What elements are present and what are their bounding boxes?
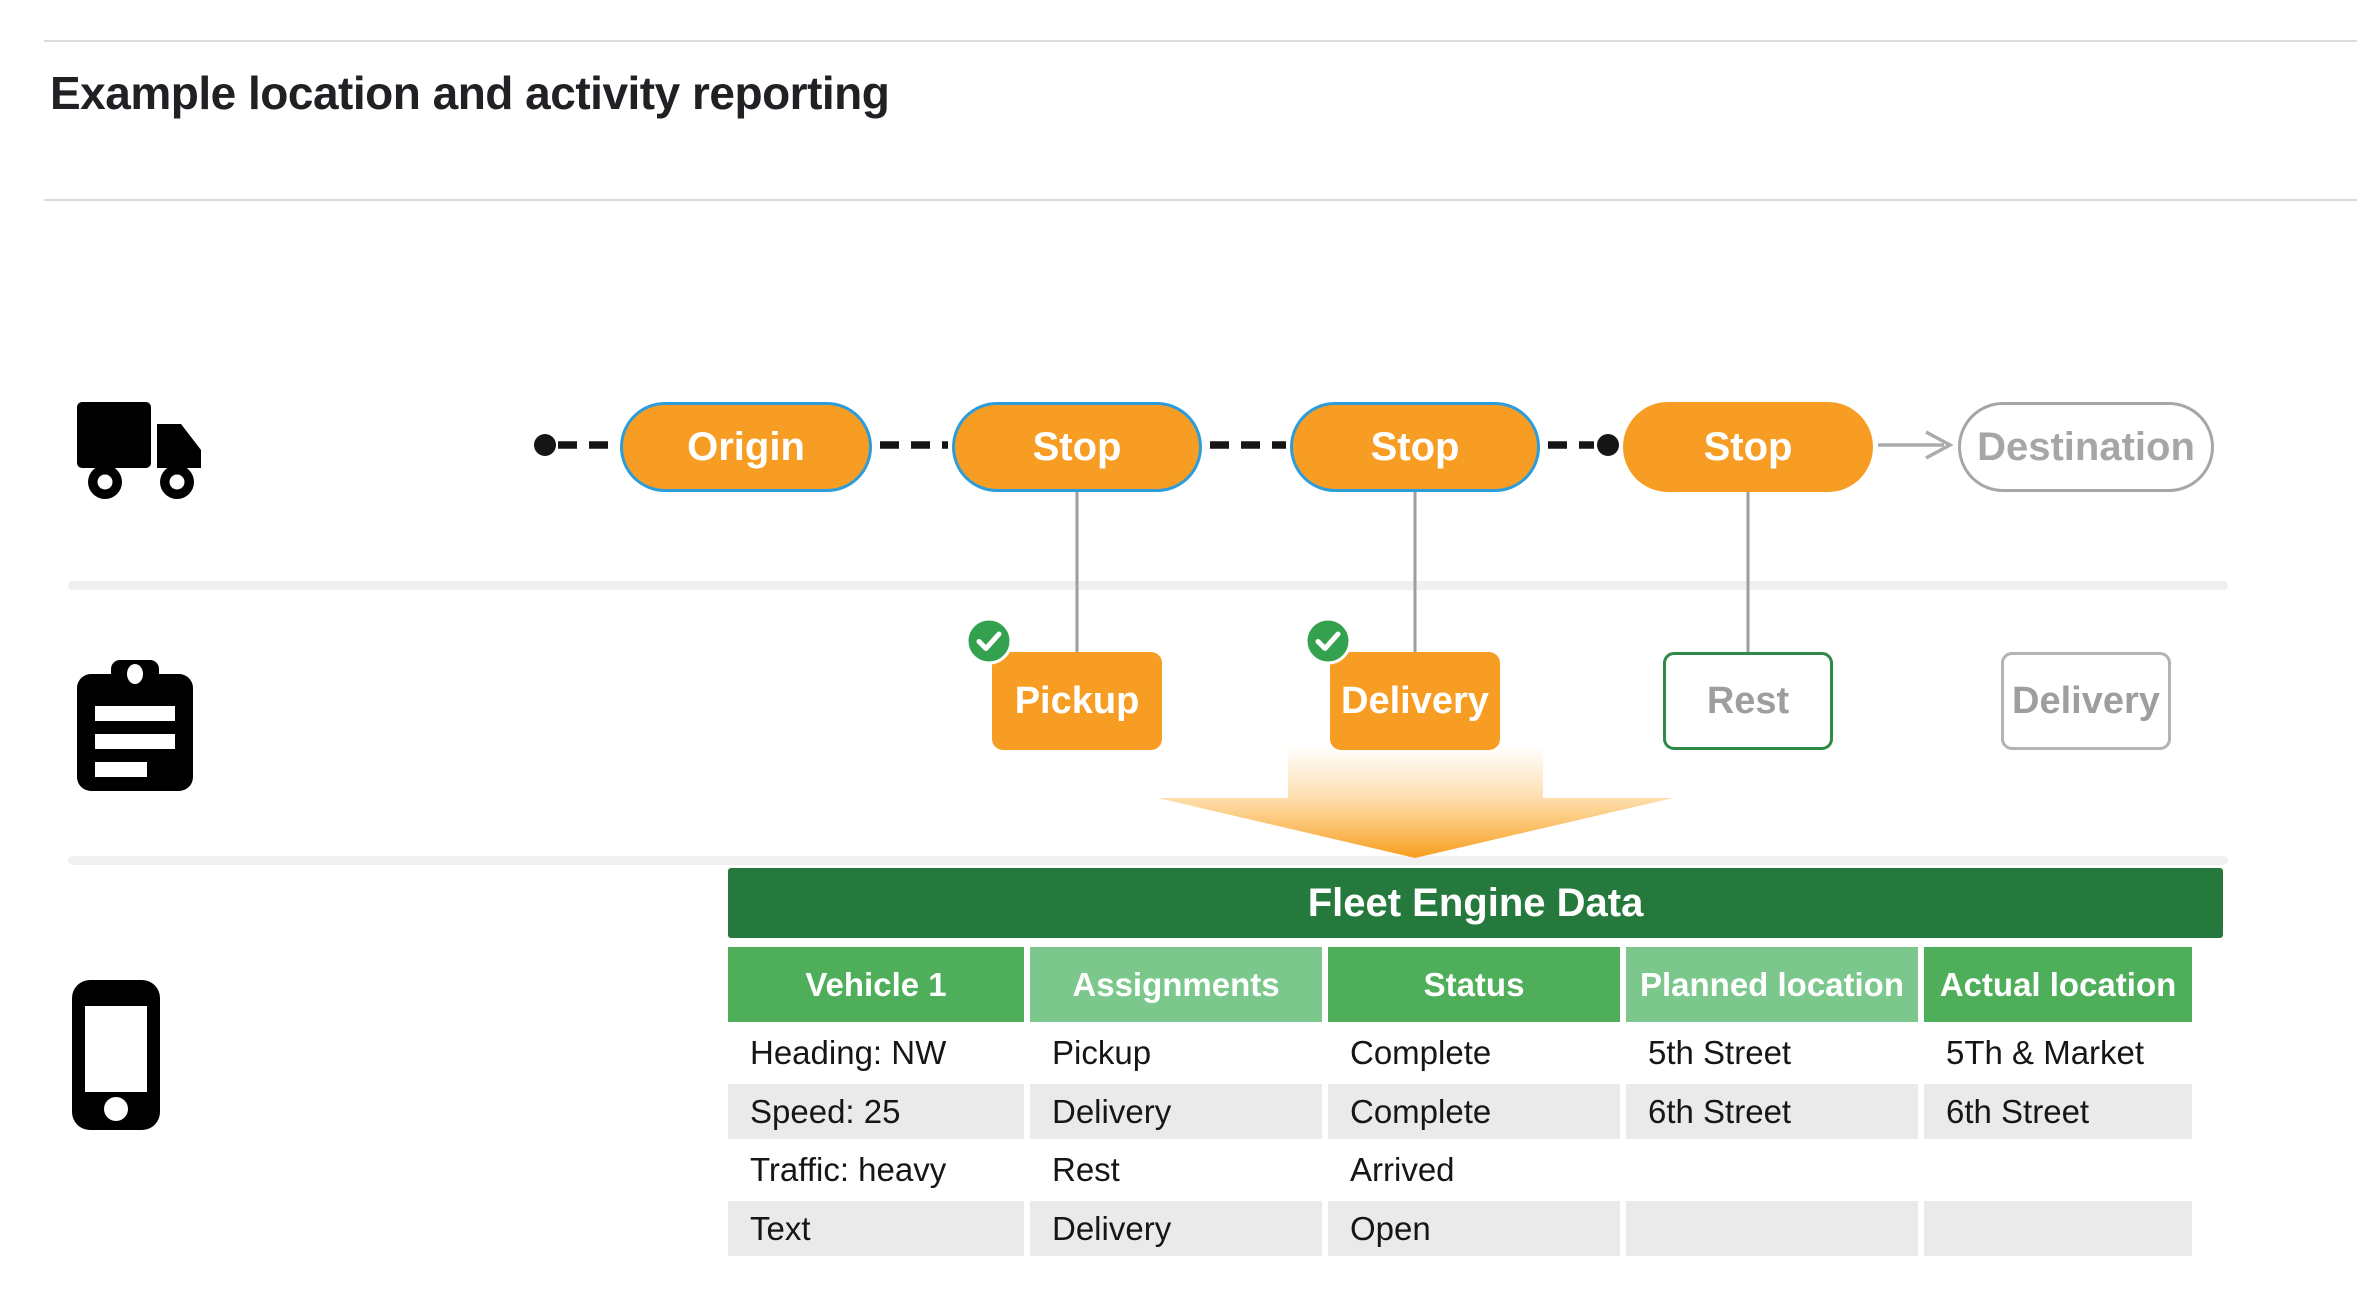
phone-icon xyxy=(72,980,160,1130)
route-node-stop-3: Stop xyxy=(1623,402,1873,492)
table-title: Fleet Engine Data xyxy=(728,868,2223,938)
route-node-stop-2: Stop xyxy=(1290,402,1540,492)
fleet-engine-table: Fleet Engine Data Vehicle 1 Assignments … xyxy=(728,868,2223,1256)
table-cell: Complete xyxy=(1328,1084,1620,1139)
table-header-row: Vehicle 1 Assignments Status Planned loc… xyxy=(728,947,2192,1022)
table-cell: Speed: 25 xyxy=(728,1084,1024,1139)
table-cell: Complete xyxy=(1350,1034,1492,1071)
table-row: Text Delivery Open xyxy=(728,1201,2192,1256)
table-cell: 5Th & Market xyxy=(1946,1034,2145,1071)
table-cell xyxy=(1626,1139,1918,1201)
table-cell: Traffic: heavy xyxy=(750,1151,947,1188)
route-node-stop-1: Stop xyxy=(952,402,1202,492)
table-cell: Pickup xyxy=(1052,1034,1152,1071)
clipboard-icon xyxy=(77,660,193,791)
table-row: Heading: NW Pickup Complete 5th Street 5… xyxy=(728,1022,2192,1084)
route-node-label: Destination xyxy=(1977,424,2195,469)
table-cell: Text xyxy=(728,1201,1024,1256)
table-cell: 6th Street xyxy=(1924,1084,2192,1139)
data-flow-arrow xyxy=(1158,744,1673,858)
route-node-destination: Destination xyxy=(1958,402,2214,492)
column-header-actual-location: Actual location xyxy=(1924,947,2192,1022)
table-cell xyxy=(1924,1139,2192,1201)
page-title: Example location and activity reporting xyxy=(50,67,890,119)
table-cell: Delivery xyxy=(1030,1084,1322,1139)
table-cell: Rest xyxy=(1052,1151,1120,1188)
pickup-check-icon xyxy=(965,617,1013,665)
destination-arrowhead-icon xyxy=(1925,430,1954,460)
activity-box-pickup: Pickup xyxy=(992,652,1162,750)
table-cell: Delivery xyxy=(1030,1201,1322,1256)
table-row: Speed: 25 Delivery Complete 6th Street 6… xyxy=(728,1084,2192,1139)
table-cell xyxy=(1626,1201,1918,1256)
route-node-label: Stop xyxy=(1370,424,1460,469)
column-header-vehicle: Vehicle 1 xyxy=(728,947,1024,1022)
section-divider-route-activity xyxy=(68,581,2228,590)
truck-icon xyxy=(77,402,201,499)
activity-label: Pickup xyxy=(1014,679,1140,722)
activity-label: Delivery xyxy=(2012,679,2160,722)
table-cell xyxy=(1924,1201,2192,1256)
column-header-assignments: Assignments xyxy=(1030,947,1322,1022)
route-start-dot xyxy=(534,434,556,456)
table-cell: 6th Street xyxy=(1626,1084,1918,1139)
delivery-check-icon xyxy=(1304,617,1352,665)
activity-box-delivery-1: Delivery xyxy=(1330,652,1500,750)
table-cell: Arrived xyxy=(1350,1151,1455,1188)
table-cell: Open xyxy=(1328,1201,1620,1256)
activity-box-delivery-2: Delivery xyxy=(2001,652,2171,750)
column-header-planned-location: Planned location xyxy=(1626,947,1918,1022)
activity-label: Delivery xyxy=(1341,679,1489,722)
activity-label: Rest xyxy=(1706,679,1790,722)
activity-box-rest: Rest xyxy=(1663,652,1833,750)
route-node-label: Origin xyxy=(687,424,805,469)
route-waypoint-dot xyxy=(1597,434,1619,456)
column-header-status: Status xyxy=(1328,947,1620,1022)
top-divider-line xyxy=(44,40,2357,42)
route-node-label: Stop xyxy=(1703,424,1793,469)
table-cell: Heading: NW xyxy=(750,1034,947,1071)
table-row: Traffic: heavy Rest Arrived xyxy=(728,1139,2192,1201)
route-node-origin: Origin xyxy=(620,402,872,492)
table-cell: 5th Street xyxy=(1648,1034,1792,1071)
route-node-label: Stop xyxy=(1032,424,1122,469)
section-divider-activity-data xyxy=(68,856,2228,865)
header-divider-line xyxy=(44,199,2357,201)
